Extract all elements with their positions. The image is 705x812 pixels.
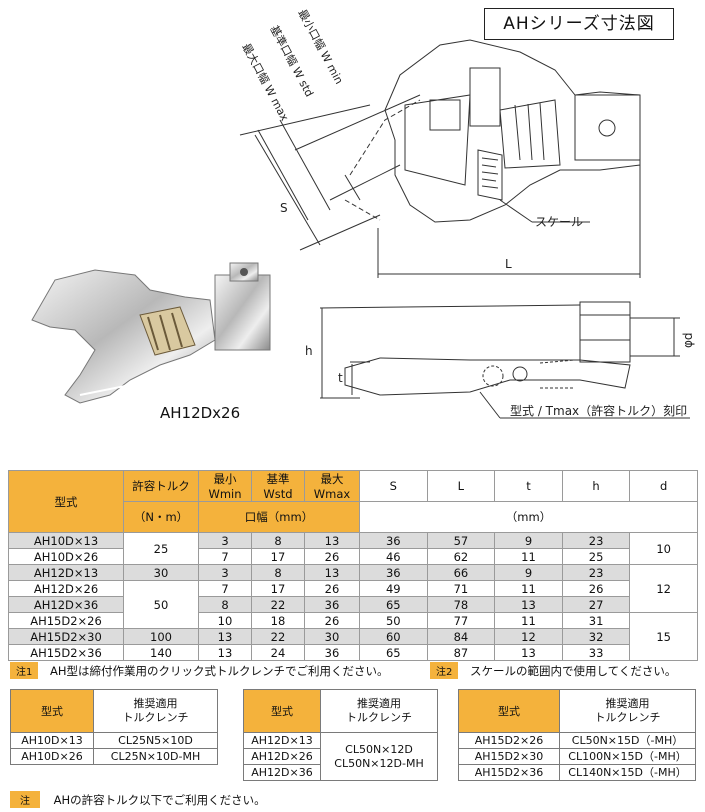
header-dim-unit: （mm）: [359, 501, 698, 533]
label-phi-d: φd: [681, 332, 695, 348]
rec-header-model: 型式: [243, 689, 321, 733]
note-bottom-badge: 注: [10, 791, 40, 808]
label-engraving: 型式 / Tmax（許容トルク）刻印: [510, 403, 687, 418]
header-t: t: [494, 470, 563, 502]
header-torque-unit: （N・m）: [123, 501, 199, 533]
note-bottom-text: AHの許容トルク以下でご利用ください。: [53, 793, 266, 807]
cell-d: 10: [629, 532, 698, 565]
header-jaw-unit: 口幅（mm）: [198, 501, 360, 533]
note-1-text: AH型は締付作業用のクリック式トルクレンチでご利用ください。: [50, 664, 389, 678]
rec-header-wrench: 推奨適用トルクレンチ: [559, 689, 696, 733]
note-2-text: スケールの範囲内で使用してください。: [470, 664, 677, 678]
table-row: AH12D×26: [243, 748, 438, 765]
product-photo: [31, 262, 271, 404]
table-row: AH12D×36: [243, 764, 438, 781]
dimension-drawing: 最小口幅 W min 基準口幅 W std 最大口幅 W max S スケール …: [239, 7, 695, 419]
header-s: S: [359, 470, 428, 502]
note-2-badge: 注2: [430, 662, 459, 679]
cell-model: AH10D×13: [8, 532, 124, 549]
cell-d: 12: [629, 564, 698, 613]
label-scale: スケール: [535, 215, 583, 229]
rec-header-wrench: 推奨適用トルクレンチ: [93, 689, 218, 733]
header-torque: 許容トルク: [123, 470, 199, 502]
cell-torque: 140: [123, 644, 199, 661]
header-h: h: [561, 470, 631, 502]
label-s: S: [280, 201, 288, 215]
page-title: AHシリーズ寸法図: [484, 8, 674, 40]
note-1-badge: 注1: [10, 662, 39, 679]
label-l: L: [505, 257, 512, 271]
header-l: L: [426, 470, 496, 502]
cell-torque: 25: [123, 532, 199, 565]
label-h: h: [305, 344, 313, 358]
rec-header-model: 型式: [10, 689, 94, 733]
cell-torque: 30: [123, 564, 199, 581]
cell-torque: 100: [123, 628, 199, 645]
cell-d: 15: [629, 612, 698, 661]
rec-header-model: 型式: [458, 689, 560, 733]
photo-caption: AH12Dx26: [160, 404, 241, 422]
cell-torque: 50: [123, 580, 199, 629]
header-model: 型式: [8, 470, 124, 533]
label-t: t: [338, 371, 343, 385]
note-2: 注2 スケールの範囲内で使用してください。: [430, 662, 676, 679]
header-d: d: [629, 470, 698, 502]
note-bottom: 注 AHの許容トルク以下でご利用ください。: [10, 791, 266, 808]
note-1: 注1 AH型は締付作業用のクリック式トルクレンチでご利用ください。: [10, 662, 389, 679]
rec-header-wrench: 推奨適用トルクレンチ: [320, 689, 438, 733]
